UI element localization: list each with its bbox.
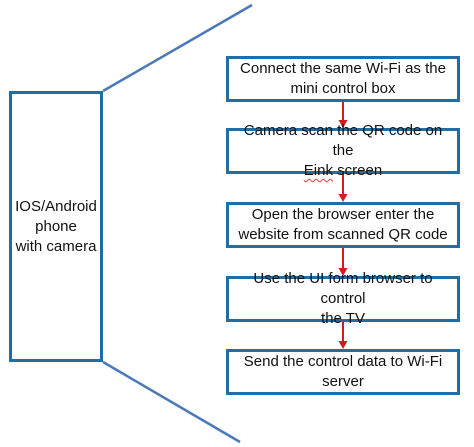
connector-line-top <box>102 3 253 93</box>
step-box-3: Open the browser enter the website from … <box>226 202 460 248</box>
step-4-label: Use the UI form browser to control the T… <box>253 270 433 327</box>
step-2-label: Camera scan the QR code on the Eink scre… <box>235 121 451 181</box>
step-box-2: Camera scan the QR code on the Eink scre… <box>226 122 460 179</box>
arrow-2 <box>338 174 348 202</box>
phone-label: IOS/Android phone with camera <box>15 197 97 255</box>
arrow-1 <box>338 102 348 128</box>
step-1-label: Connect the same Wi-Fi as the mini contr… <box>240 60 446 97</box>
arrow-3 <box>338 248 348 276</box>
step-3-label: Open the browser enter the website from … <box>238 206 448 243</box>
step-box-1: Connect the same Wi-Fi as the mini contr… <box>226 56 460 102</box>
step-2-spellcheck-word: Eink <box>303 162 333 179</box>
step-box-5: Send the control data to Wi-Fi server <box>226 349 460 395</box>
phone-box: IOS/Android phone with camera <box>9 91 103 362</box>
arrow-4 <box>338 322 348 349</box>
step-2-text-start: Camera scan the QR code on the <box>243 122 443 159</box>
step-5-label: Send the control data to Wi-Fi server <box>243 353 443 390</box>
connector-line-bottom <box>102 360 241 444</box>
step-2-text-end: screen <box>332 162 383 179</box>
step-box-4: Use the UI form browser to control the T… <box>226 270 460 327</box>
